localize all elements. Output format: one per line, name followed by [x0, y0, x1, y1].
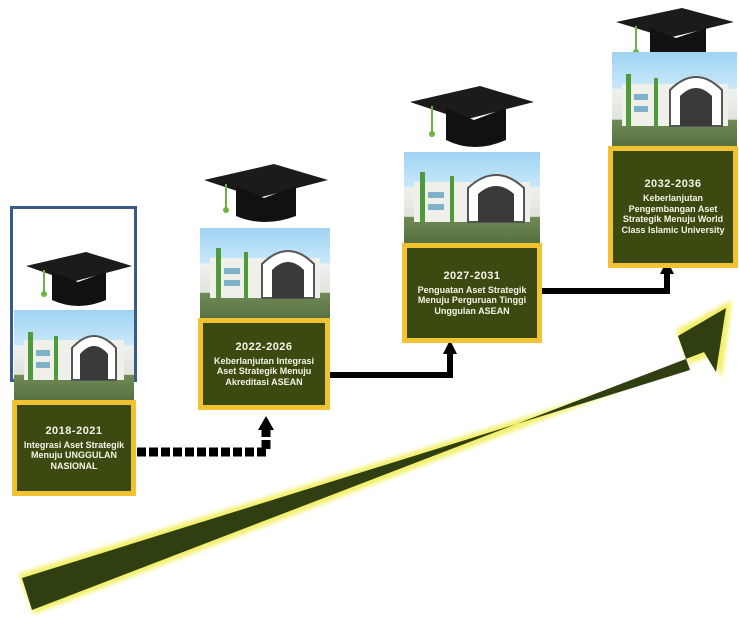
connector-2-3 [328, 340, 457, 378]
stage-4-label: 2032-2036 Keberlanjutan Pengembangan Ase… [608, 146, 738, 268]
mosque-building-photo [14, 310, 134, 402]
mosque-building-photo [200, 228, 330, 320]
connector-1-2 [137, 416, 274, 457]
stage-4-description: Keberlanjutan Pengembangan Aset Strategi… [621, 193, 725, 236]
mosque-building-photo [612, 52, 737, 148]
stage-2-period: 2022-2026 [235, 340, 293, 353]
graduation-cap-icon [204, 164, 328, 222]
graduation-cap-icon [26, 252, 132, 306]
growth-arrow [18, 300, 732, 614]
mosque-building-photo [404, 152, 540, 244]
stage-2-label: 2022-2026 Keberlanjutan Integrasi Aset S… [198, 318, 330, 410]
stage-3-label: 2027-2031 Penguatan Aset Strategik Menuj… [402, 243, 542, 343]
stage-1-description: Integrasi Aset Strategik Menuju UNGGULAN… [23, 439, 125, 471]
graduation-cap-icon [410, 86, 534, 147]
stage-2-description: Keberlanjutan Integrasi Aset Strategik M… [213, 355, 315, 387]
stage-3-description: Penguatan Aset Strategik Menuju Pergurua… [417, 284, 527, 316]
stage-4-period: 2032-2036 [644, 178, 702, 191]
stage-3-period: 2027-2031 [443, 269, 501, 282]
stage-1-label: 2018-2021 Integrasi Aset Strategik Menuj… [12, 400, 136, 496]
stage-1-period: 2018-2021 [45, 424, 103, 437]
